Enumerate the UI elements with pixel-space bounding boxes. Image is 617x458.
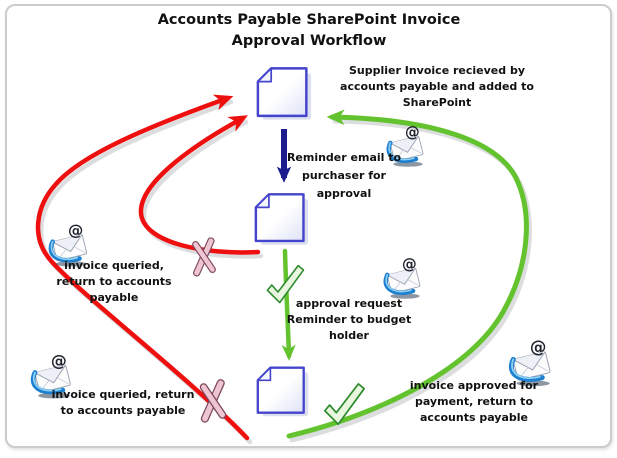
annotation-reminder-email: Reminder email to purchaser for approval [286, 151, 402, 200]
email-icon-approval-request [380, 255, 427, 302]
annotation-supplier-invoice: Supplier Invoice recieved by accounts pa… [340, 64, 534, 109]
green-arrow-approval-request [281, 248, 296, 361]
page-title-line1: Accounts Payable SharePoint Invoice [157, 12, 461, 28]
page-title-line2: Approval Workflow [231, 33, 387, 49]
red-arrow-budget-reject [35, 94, 250, 441]
document-icon-supplier [256, 67, 313, 121]
annotation-invoice-queried-bottom: invoice queried, return to accounts paya… [51, 388, 195, 417]
red-cross-icon [198, 378, 228, 424]
page-title: Accounts Payable SharePoint Invoice Appr… [158, 10, 461, 52]
annotation-invoice-approved: invoice approved for payment, return to … [409, 379, 539, 424]
red-curve-shadow [141, 119, 264, 259]
green-curve-shadow [289, 118, 532, 443]
annotation-approval-request: approval request Reminder to budget hold… [286, 297, 412, 342]
green-arrow-approved-return [286, 109, 529, 439]
document-icon-budget-holder [256, 366, 310, 418]
annotation-invoice-queried-mid: invoice queried, return to accounts paya… [56, 259, 172, 304]
